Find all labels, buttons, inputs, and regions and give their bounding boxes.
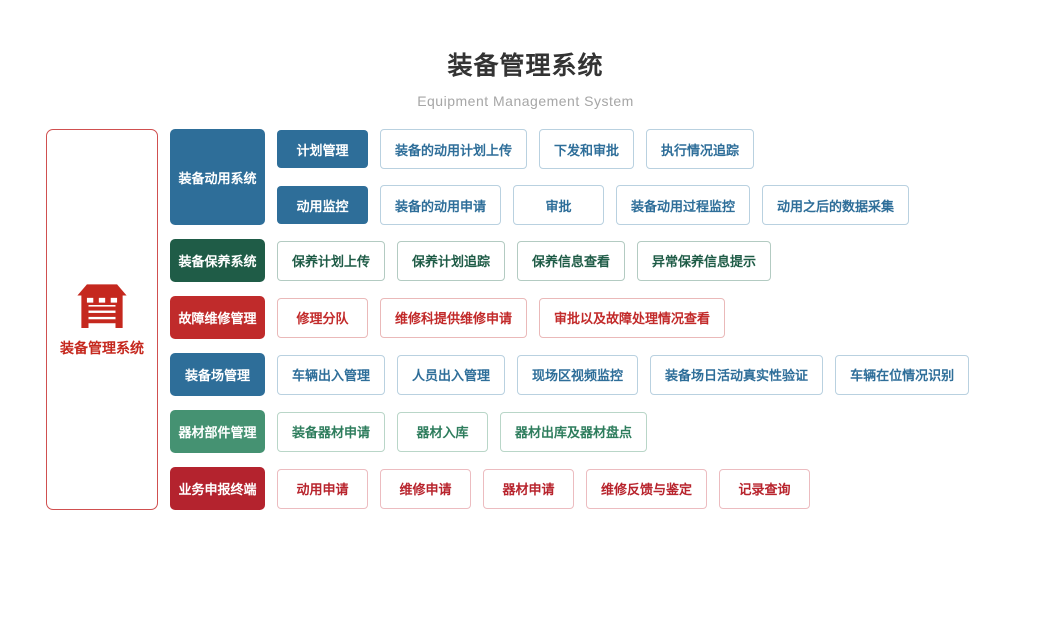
category-box-repair: 故障维修管理: [170, 296, 265, 339]
section-yard: 装备场管理 车辆出入管理 人员出入管理 现场区视频监控 装备场日活动真实性验证 …: [170, 353, 970, 396]
category-box-maintenance: 装备保养系统: [170, 239, 265, 282]
subcategory-box-plan: 计划管理: [277, 130, 368, 168]
garage-icon: [77, 283, 127, 328]
section-materials: 器材部件管理 装备器材申请 器材入库 器材出库及器材盘点: [170, 410, 969, 453]
flow-node: 动用之后的数据采集: [762, 185, 910, 225]
flow-node: 器材申请: [483, 468, 574, 509]
flow-node: 装备场日活动真实性验证: [650, 354, 824, 395]
flow-node: 执行情况追踪: [646, 129, 755, 169]
flow-node: 修理分队: [277, 297, 368, 338]
subcategory-box-monitor: 动用监控: [277, 186, 368, 224]
flow-node: 审批以及故障处理情况查看: [539, 297, 726, 338]
flow-node: 保养计划上传: [277, 240, 386, 281]
category-box-deployment: 装备动用系统: [170, 129, 265, 225]
flow-node: 维修申请: [380, 468, 471, 509]
flow-node: 审批: [513, 185, 605, 225]
flow-node: 记录查询: [719, 468, 811, 509]
flow-node: 装备器材申请: [277, 411, 386, 452]
system-diagram: 装备管理系统 装备动用系统 计划管理 装备的动用计划上传 下发和审批 执行情况追…: [46, 129, 970, 510]
flow-node: 现场区视频监控: [517, 354, 639, 395]
flow-node: 动用申请: [277, 468, 368, 509]
flow-node: 器材出库及器材盘点: [500, 411, 648, 452]
flow-node: 车辆在位情况识别: [835, 354, 970, 395]
subrow-plan-management: 计划管理 装备的动用计划上传 下发和审批 执行情况追踪: [277, 129, 909, 169]
section-repair: 故障维修管理 修理分队 维修科提供维修申请 审批以及故障处理情况查看: [170, 296, 969, 339]
subrow-usage-monitoring: 动用监控 装备的动用申请 审批 装备动用过程监控 动用之后的数据采集: [277, 185, 910, 225]
category-box-terminal: 业务申报终端: [170, 467, 265, 510]
flow-node: 异常保养信息提示: [637, 240, 772, 281]
root-system-label: 装备管理系统: [60, 339, 144, 356]
category-box-materials: 器材部件管理: [170, 410, 265, 453]
flow-node: 下发和审批: [539, 129, 635, 169]
category-box-yard: 装备场管理: [170, 353, 265, 396]
diagram-rows: 装备动用系统 计划管理 装备的动用计划上传 下发和审批 执行情况追踪 动用监控 …: [170, 129, 970, 510]
flow-node: 保养计划追踪: [397, 240, 506, 281]
flow-node: 保养信息查看: [517, 240, 626, 281]
flow-node: 装备动用过程监控: [616, 185, 751, 225]
flow-node: 维修反馈与鉴定: [586, 468, 708, 509]
page-header: 装备管理系统 Equipment Management System: [0, 0, 1051, 109]
section-maintenance: 装备保养系统 保养计划上传 保养计划追踪 保养信息查看 异常保养信息提示: [170, 239, 969, 282]
page-title: 装备管理系统: [447, 52, 604, 80]
section-terminal: 业务申报终端 动用申请 维修申请 器材申请 维修反馈与鉴定 记录查询: [170, 467, 969, 510]
root-system-box: 装备管理系统: [46, 129, 158, 510]
flow-node: 装备的动用计划上传: [380, 129, 528, 169]
flow-node: 维修科提供维修申请: [380, 297, 528, 338]
page-subtitle: Equipment Management System: [417, 93, 634, 109]
deployment-subrows: 计划管理 装备的动用计划上传 下发和审批 执行情况追踪 动用监控 装备的动用申请…: [277, 129, 910, 225]
flow-node: 器材入库: [397, 411, 489, 452]
section-deployment: 装备动用系统 计划管理 装备的动用计划上传 下发和审批 执行情况追踪 动用监控 …: [170, 129, 969, 225]
flow-node: 装备的动用申请: [380, 185, 502, 225]
flow-node: 人员出入管理: [397, 354, 506, 395]
flow-node: 车辆出入管理: [277, 354, 386, 395]
